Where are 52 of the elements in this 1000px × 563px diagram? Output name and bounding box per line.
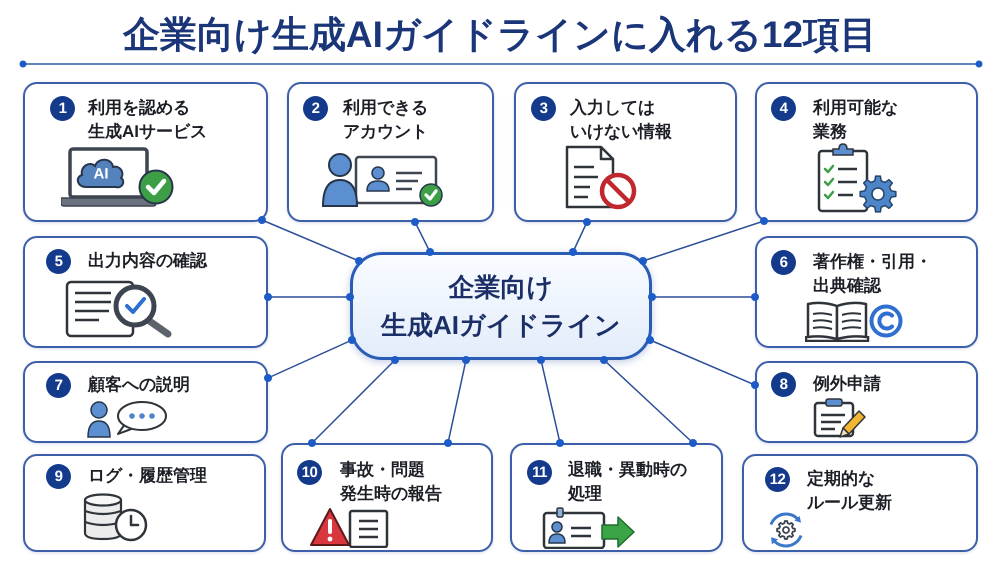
- number-badge: 12: [765, 467, 790, 492]
- item-label: 入力してはいけない情報: [570, 97, 673, 143]
- item-card: [510, 443, 723, 552]
- connector-line: [569, 218, 591, 256]
- title: 企業向け生成AIガイドラインに入れる12項目: [122, 14, 878, 56]
- item-label: 利用できるアカウント: [343, 97, 429, 143]
- item-card: [23, 236, 268, 348]
- number-badge: 6: [771, 250, 796, 275]
- topic-label: 企業向け生成AIガイドライン: [380, 271, 622, 342]
- number-badge: 7: [46, 373, 71, 398]
- number-badge: 10: [297, 460, 322, 485]
- item-card: [23, 454, 266, 552]
- number-badge: 8: [771, 372, 796, 397]
- item-label: 退職・異動時の処理: [568, 459, 688, 505]
- item-label: ログ・履歴管理: [88, 465, 208, 487]
- item-card: [281, 443, 493, 552]
- item-label: 定期的なルール更新: [807, 468, 893, 514]
- item-card: [755, 236, 978, 348]
- item-card: [742, 454, 978, 552]
- number-badge: 2: [303, 96, 328, 121]
- item-card: [514, 82, 737, 222]
- item-label: 出力内容の確認: [88, 250, 208, 272]
- item-card: [23, 361, 268, 443]
- number-badge: 4: [771, 96, 796, 121]
- number-badge: 11: [527, 460, 552, 485]
- item-label: 顧客への説明: [88, 374, 191, 396]
- connector-line: [444, 356, 470, 447]
- connector-line: [639, 217, 768, 265]
- connector-line: [308, 356, 399, 447]
- number-badge: 3: [531, 96, 556, 121]
- connector-line: [258, 216, 363, 265]
- item-card: [755, 82, 978, 222]
- central-topic-box: [350, 252, 652, 360]
- number-badge: 9: [46, 464, 71, 489]
- item-label: 利用を認める生成AIサービス: [88, 97, 208, 143]
- item-label: 例外申請: [813, 373, 882, 395]
- connector-line: [646, 336, 759, 389]
- connector-line: [264, 293, 354, 301]
- item-card: [755, 361, 978, 443]
- connector-line: [600, 356, 697, 447]
- connector-line: [648, 293, 759, 301]
- item-label: 利用可能な業務: [813, 97, 899, 143]
- item-label: 著作権・引用・出典確認: [813, 251, 933, 297]
- number-badge: 1: [50, 96, 75, 121]
- item-card: [23, 82, 268, 222]
- number-badge: 5: [46, 249, 71, 274]
- connector-line: [411, 218, 434, 256]
- connector-line: [537, 356, 564, 447]
- item-card: [287, 82, 494, 222]
- item-label: 事故・問題発生時の報告: [340, 459, 443, 505]
- cloud-label: AI: [94, 166, 108, 182]
- connector-line: [264, 336, 356, 382]
